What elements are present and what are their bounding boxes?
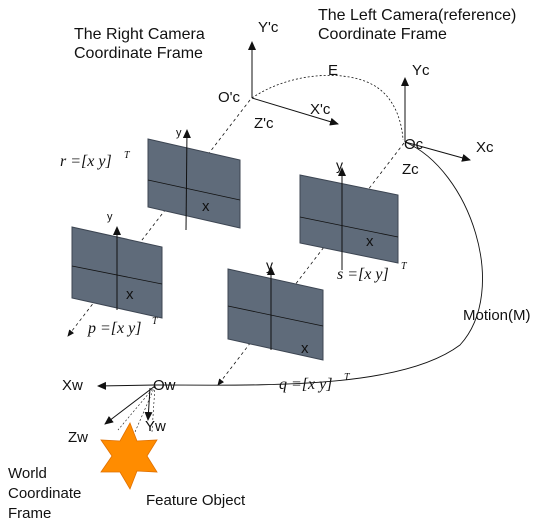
image-plane-s	[299, 167, 399, 270]
plane-r-x-label: x	[202, 198, 210, 215]
plane-q-x-label: x	[301, 340, 309, 357]
plane-p-x-label: x	[126, 286, 134, 303]
feature-object-icon	[100, 422, 158, 490]
left-y-axis-label: Yc	[412, 62, 430, 79]
image-plane-r	[147, 129, 241, 231]
right-x-axis-label: X'c	[310, 101, 331, 118]
world-title-line3: Frame	[8, 505, 51, 522]
left-origin-label: Oc	[404, 136, 424, 153]
plane-p-superscript: T	[152, 316, 159, 327]
world-y-axis-label: Yw	[145, 418, 166, 435]
plane-s-superscript: T	[401, 261, 408, 272]
image-plane-q	[227, 266, 324, 361]
e-label: E	[328, 62, 338, 79]
plane-q-superscript: T	[344, 372, 351, 383]
right-z-axis-label: Z'c	[254, 115, 274, 132]
projection-line-left	[217, 142, 405, 386]
plane-r-point-eq: r =[x y]	[60, 153, 112, 170]
feature-object-label: Feature Object	[146, 492, 246, 509]
left-camera-frame	[401, 77, 471, 162]
plane-s-y-label: y	[336, 157, 343, 173]
plane-p-point-eq: p =[x y]	[87, 320, 141, 337]
right-frame-title-line1: The Right Camera	[74, 26, 205, 43]
world-title-line2: Coordinate	[8, 485, 81, 502]
motion-label: Motion(M)	[463, 307, 531, 324]
plane-s-x-label: x	[366, 233, 374, 250]
world-x-axis-label: Xw	[62, 377, 83, 394]
left-x-axis-label: Xc	[476, 139, 494, 156]
plane-p-y-label: y	[107, 211, 113, 223]
plane-s-point-eq: s =[x y]	[337, 266, 389, 283]
world-title-line1: World	[8, 465, 47, 482]
left-frame-title-line2: Coordinate Frame	[318, 26, 447, 43]
plane-q-point-eq: q =[x y]	[279, 376, 332, 393]
left-z-axis-label: Zc	[402, 161, 419, 178]
plane-r-y-label: y	[176, 127, 182, 139]
right-origin-label: O'c	[218, 89, 241, 106]
plane-q-y-label: y	[266, 257, 273, 273]
world-frame	[97, 381, 156, 433]
image-plane-p	[71, 226, 163, 319]
world-origin-label: Ow	[153, 377, 176, 394]
right-frame-title-line2: Coordinate Frame	[74, 45, 203, 62]
right-camera-frame	[248, 41, 339, 126]
plane-r-superscript: T	[124, 150, 131, 161]
motion-curve	[154, 141, 483, 386]
right-y-axis-label: Y'c	[258, 19, 279, 36]
left-frame-title-line1: The Left Camera(reference)	[318, 7, 516, 24]
world-z-axis-label: Zw	[68, 429, 88, 446]
